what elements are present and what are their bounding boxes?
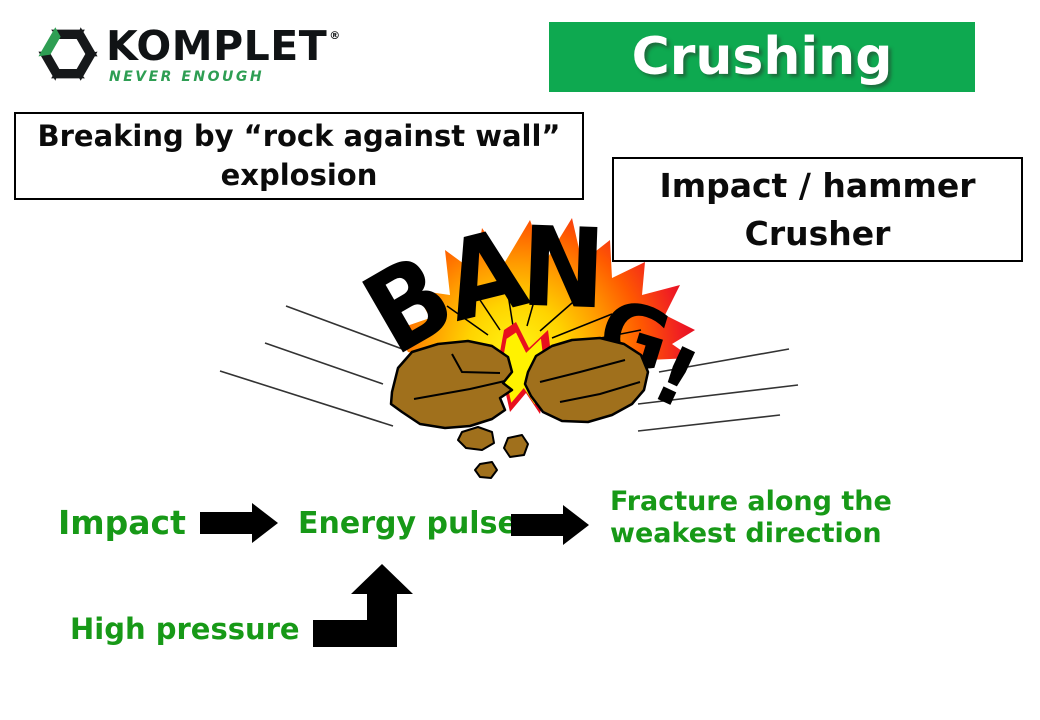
rock-right — [523, 336, 650, 424]
arrow-energy-to-fracture-icon — [511, 505, 589, 545]
flow-step-energy-pulse: Energy pulse — [298, 506, 518, 541]
arrow-impact-to-energy-icon — [200, 503, 278, 543]
flow-input-high-pressure: High pressure — [70, 612, 300, 646]
registered-mark: ® — [329, 29, 341, 42]
explosion-rays — [446, 274, 642, 347]
breaking-line1: Breaking by “rock against wall” — [37, 118, 561, 153]
rock-left — [389, 339, 514, 430]
rock-cracks — [413, 353, 641, 403]
flow-step-fracture: Fracture along the weakest direction — [610, 486, 892, 550]
page-title: Crushing — [631, 27, 893, 87]
bang-text: B A N G ! — [343, 202, 712, 427]
bang-letter-n: N — [519, 202, 607, 334]
logo-text: KOMPLET ® NEVER ENOUGH — [106, 22, 341, 86]
rock-fragment-3 — [474, 461, 498, 479]
logo-tagline: NEVER ENOUGH — [109, 69, 265, 85]
flow-step-impact: Impact — [58, 503, 186, 542]
flame-burst — [395, 218, 695, 362]
logo-brand: KOMPLET — [106, 22, 328, 70]
breaking-callout-box: Breaking by “rock against wall” explosio… — [14, 112, 584, 200]
rock-fragment-2 — [503, 434, 529, 458]
hexagon-aperture-icon — [38, 27, 98, 81]
speed-lines — [219, 305, 799, 432]
rock-halves — [389, 336, 650, 479]
komplet-logo: KOMPLET ® NEVER ENOUGH — [38, 24, 341, 85]
breaking-line2: explosion — [220, 158, 378, 192]
crusher-line2: Crusher — [744, 213, 891, 253]
rock-fragment-1 — [457, 426, 495, 451]
title-banner: Crushing — [549, 22, 975, 92]
crusher-callout-box: Impact / hammer Crusher — [612, 157, 1023, 262]
crusher-line1: Impact / hammer — [659, 165, 976, 205]
arrow-high-pressure-up-icon — [313, 564, 413, 647]
